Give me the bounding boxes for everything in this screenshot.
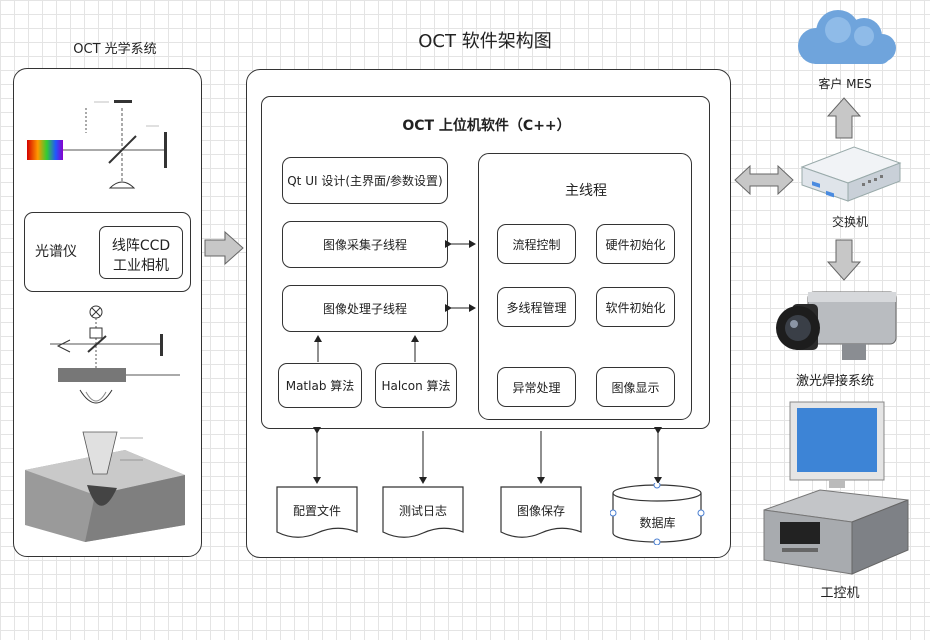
switch-to-welding-arrow: [826, 239, 862, 281]
image-display-label: 图像显示: [611, 380, 660, 395]
laser-processing-optics-diagram: [50, 305, 180, 404]
network-switch-icon: [800, 146, 902, 202]
config-file-doc-shape: [276, 486, 358, 538]
exception-handling-label: 异常处理: [512, 380, 561, 395]
main-thread-item-software-init: 软件初始化: [596, 287, 675, 327]
industrial-pc-icon: [763, 401, 909, 575]
software-switch-double-arrow: [734, 164, 794, 196]
host-software-title: OCT 上位机软件（C++）: [402, 118, 571, 134]
ccd-line1: 线阵CCD: [111, 238, 171, 254]
flow-control-label: 流程控制: [512, 237, 561, 252]
switch-label: 交换机: [831, 215, 868, 229]
main-thread-item-image-display: 图像显示: [596, 367, 675, 407]
database-label: 数据库: [639, 516, 676, 530]
main-thread-item-multithread-mgmt: 多线程管理: [497, 287, 576, 327]
optics-title: OCT 光学系统: [73, 42, 157, 57]
spectrometer-box: 光谱仪 线阵CCD 工业相机: [24, 212, 191, 292]
config-file-label: 配置文件: [292, 504, 341, 518]
multithread-mgmt-label: 多线程管理: [506, 300, 567, 315]
hardware-init-label: 硬件初始化: [605, 237, 666, 252]
ccd-line2: 工业相机: [113, 258, 169, 274]
main-thread-item-flow-control: 流程控制: [497, 224, 576, 264]
ipc-label: 工控机: [820, 586, 860, 601]
mes-label: 客户 MES: [818, 77, 872, 91]
matlab-algorithm: Matlab 算法: [278, 363, 362, 408]
matlab-label: Matlab 算法: [285, 379, 355, 393]
cloud-icon: [798, 10, 896, 64]
image-save-doc-shape: [500, 486, 582, 538]
database-cylinder-shape: [610, 483, 705, 545]
halcon-label: Halcon 算法: [381, 379, 451, 393]
qt-ui-design-module: Qt UI 设计(主界面/参数设置): [282, 157, 448, 204]
optics-to-software-arrow: [204, 230, 244, 266]
optics-label-markers: [94, 101, 159, 127]
image-acquisition-label: 图像采集子线程: [322, 238, 407, 252]
image-processing-thread: 图像处理子线程: [282, 285, 448, 332]
industrial-camera-icon: [776, 291, 897, 360]
main-thread-title: 主线程: [565, 183, 607, 199]
optical-path-diagram: [27, 100, 167, 189]
qt-ui-design-label: Qt UI 设计(主界面/参数设置): [287, 174, 443, 188]
architecture-title: OCT 软件架构图: [418, 31, 552, 52]
welding-system-label: 激光焊接系统: [795, 374, 874, 389]
test-log-doc-shape: [382, 486, 464, 538]
image-processing-label: 图像处理子线程: [322, 302, 407, 316]
main-thread-item-hardware-init: 硬件初始化: [596, 224, 675, 264]
software-init-label: 软件初始化: [605, 300, 666, 315]
spectrometer-label: 光谱仪: [35, 244, 77, 260]
ccd-camera-box: 线阵CCD 工业相机: [99, 226, 183, 279]
switch-to-mes-arrow: [826, 97, 862, 139]
image-save-label: 图像保存: [516, 504, 565, 518]
halcon-algorithm: Halcon 算法: [375, 363, 457, 408]
weld-cross-section-image: [25, 431, 185, 542]
main-thread-item-exception-handling: 异常处理: [497, 367, 576, 407]
test-log-label: 测试日志: [398, 504, 447, 518]
image-acquisition-thread: 图像采集子线程: [282, 221, 448, 268]
